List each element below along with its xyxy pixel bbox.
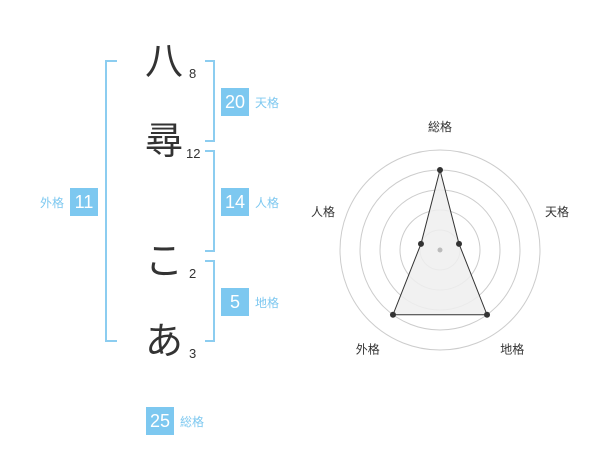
tenkaku-badge: 20 天格 [221, 88, 279, 116]
radar-points [389, 167, 491, 318]
gaikaku-bracket [105, 60, 117, 342]
radar-axis-label-2: 天格 [545, 204, 569, 219]
name-char-2: 尋 [145, 119, 184, 163]
jinkaku-value: 14 [221, 188, 249, 216]
chikaku-bracket [205, 260, 215, 342]
name-char-4: あ [145, 319, 184, 363]
radar-point-1 [437, 167, 443, 173]
radar-axis-label-4: 外格 [356, 342, 380, 357]
stroke-count-3: 2 [189, 266, 197, 281]
jinkaku-badge: 14 人格 [221, 188, 279, 216]
chikaku-label: 地格 [255, 295, 280, 310]
radar-grid-ring [339, 149, 541, 351]
jinkaku-label: 人格 [255, 195, 280, 210]
chikaku-value: 5 [221, 288, 249, 316]
radar-point-2 [456, 240, 463, 247]
name-char-3: こ [145, 239, 184, 283]
jinkaku-bracket [205, 150, 215, 252]
soukaku-value: 25 [146, 407, 174, 435]
radar-point-4 [389, 311, 396, 318]
radar-axis-label-1: 総格 [428, 119, 452, 134]
gaikaku-badge: 外格 11 [40, 188, 99, 216]
stroke-count-1: 8 [189, 66, 197, 81]
radar-axis-label-3: 地格 [500, 342, 524, 357]
gaikaku-label: 外格 [40, 195, 65, 210]
tenkaku-bracket [205, 60, 215, 142]
tenkaku-label: 天格 [255, 95, 280, 110]
radar-point-5 [417, 240, 424, 247]
stroke-count-4: 3 [189, 346, 197, 361]
gaikaku-value: 11 [70, 188, 99, 216]
name-char-1: 八 [145, 39, 184, 83]
stroke-count-2: 12 [186, 146, 201, 161]
radar-axis-label-5: 人格 [311, 204, 335, 219]
tenkaku-value: 20 [221, 88, 249, 116]
radar-center [437, 247, 443, 253]
radar-point-3 [484, 311, 491, 318]
chikaku-badge: 5 地格 [221, 288, 279, 316]
soukaku-badge: 25 総格 [146, 407, 204, 435]
soukaku-label: 総格 [180, 414, 205, 429]
radar-area [392, 169, 488, 316]
